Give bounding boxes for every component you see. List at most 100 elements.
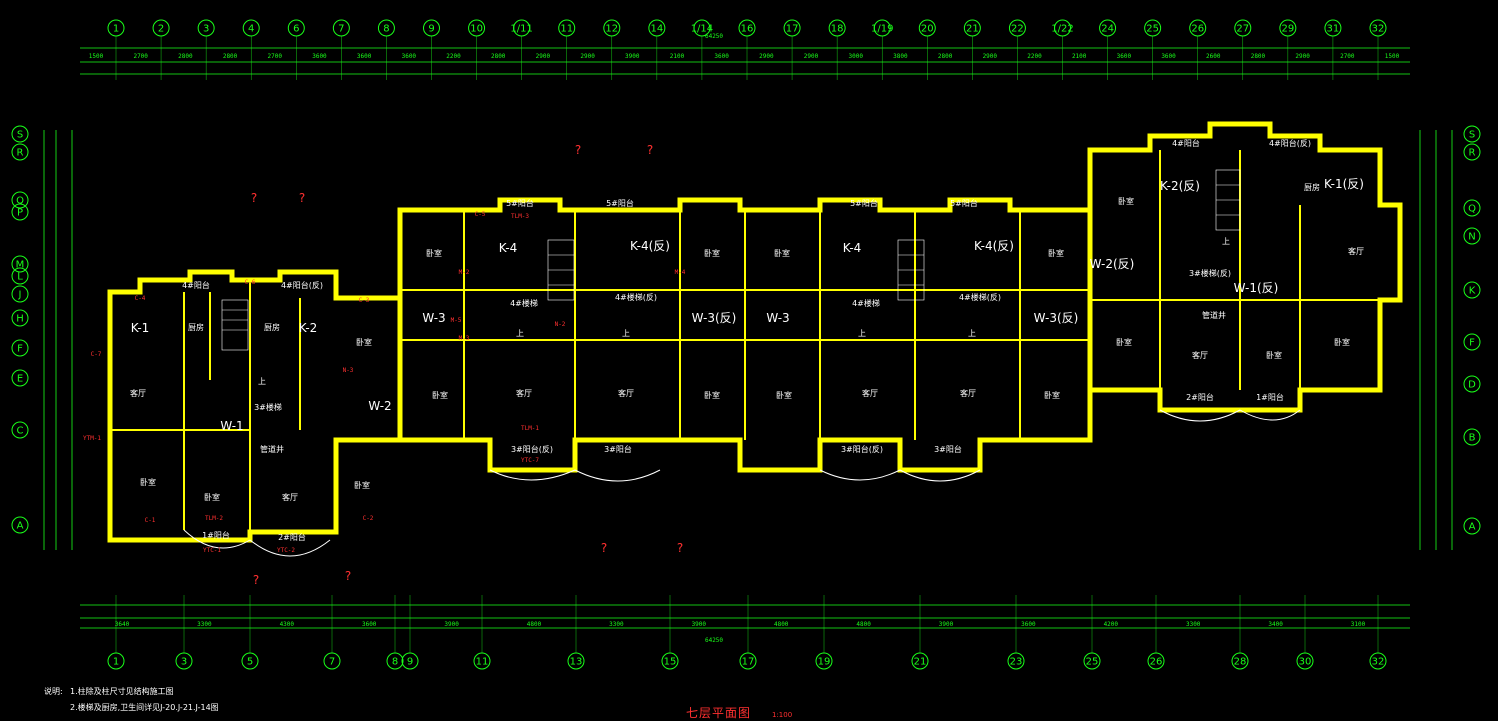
axis-bubble-right-label: F xyxy=(1469,338,1475,349)
stair-label: 3#楼梯 xyxy=(254,402,282,412)
note-line: 1.柱除及柱尺寸见结构施工图 xyxy=(70,687,174,696)
top-dimension: 2200 xyxy=(446,53,461,60)
axis-bubble-left-label: R xyxy=(17,148,24,159)
top-dimension: 3600 xyxy=(312,53,327,60)
axis-bubble-bottom-label: 3 xyxy=(181,657,187,668)
axis-bubble-bottom: 21 xyxy=(911,652,929,670)
axis-bubble-top-label: 32 xyxy=(1372,24,1385,35)
axis-bubble-bottom: 17 xyxy=(739,652,757,670)
room-label: 卧室 xyxy=(1334,337,1350,347)
axis-bubble-top-label: 2 xyxy=(158,24,164,35)
bottom-dimension: 3300 xyxy=(197,621,212,628)
unit-label: K-4(反) xyxy=(630,239,670,253)
window-tag: C-4 xyxy=(135,295,146,302)
axis-bubble-left: F xyxy=(11,339,29,357)
room-label: 卧室 xyxy=(704,390,720,400)
axis-bubble-left-label: S xyxy=(17,130,23,141)
axis-bubble-right-label: D xyxy=(1468,380,1476,391)
room-label: 卧室 xyxy=(776,390,792,400)
axis-bubble-top-label: 8 xyxy=(383,24,389,35)
window-tag: YTM-1 xyxy=(83,435,101,442)
unit-label: K-4(反) xyxy=(974,239,1014,253)
question-mark: ? xyxy=(601,541,607,555)
balcony-label: 1#阳台 xyxy=(1256,392,1284,402)
up-label: 上 xyxy=(622,329,630,338)
axis-bubble-right-label: S xyxy=(1469,130,1475,141)
top-dimension: 2900 xyxy=(1295,53,1310,60)
bottom-dimension: 3900 xyxy=(692,621,707,628)
window-tag: C-1 xyxy=(145,517,156,524)
axis-bubble-bottom-label: 30 xyxy=(1299,657,1312,668)
stair-hatching xyxy=(221,169,1241,351)
axis-bubble-top-label: 12 xyxy=(605,24,618,35)
axis-bubble-top-label: 3 xyxy=(203,24,209,35)
question-mark: ? xyxy=(251,191,257,205)
balcony-label: 5#阳台 xyxy=(506,198,534,208)
axis-bubble-right: B xyxy=(1463,428,1481,446)
stair-label: 4#楼梯 xyxy=(510,298,538,308)
up-label: 上 xyxy=(516,329,524,338)
axis-bubble-right: A xyxy=(1463,517,1481,535)
balcony-label: 3#阳台(反) xyxy=(841,444,883,454)
axis-bubble-top-label: 24 xyxy=(1101,24,1114,35)
axis-bubble-left: J xyxy=(11,285,29,303)
balcony-label: 2#阳台 xyxy=(1186,392,1214,402)
unresolved-marks: ? ? ? ? ? ? ? ? xyxy=(251,143,683,587)
room-label: 管道井 xyxy=(1202,310,1226,320)
axis-bubble-right-label: N xyxy=(1468,232,1475,243)
axis-bubble-top: 7 xyxy=(332,19,350,37)
room-label: 卧室 xyxy=(354,480,370,490)
axis-bubble-top: 2 xyxy=(152,19,170,37)
axis-bubble-top: 21 xyxy=(963,19,981,37)
balcony-label: 4#阳台 xyxy=(1172,138,1200,148)
top-dimension: 3800 xyxy=(893,53,908,60)
stair-label: 3#楼梯(反) xyxy=(1189,268,1231,278)
axis-bubble-left: M xyxy=(11,255,29,273)
room-label: 客厅 xyxy=(282,492,298,502)
bottom-dimension: 3640 xyxy=(115,621,130,628)
question-mark: ? xyxy=(299,191,305,205)
room-label: 卧室 xyxy=(426,248,442,258)
axis-bubble-top: 11 xyxy=(558,19,576,37)
axis-bubble-top: 26 xyxy=(1189,19,1207,37)
axis-bubble-top: 9 xyxy=(423,19,440,37)
wetroom-label: W-3 xyxy=(422,311,445,325)
axis-bubble-top-label: 26 xyxy=(1191,24,1204,35)
bottom-dimension: 4800 xyxy=(774,621,789,628)
axis-bubble-bottom-label: 11 xyxy=(476,657,489,668)
axis-bubble-right: N xyxy=(1463,227,1481,245)
door-tag: N-3 xyxy=(343,367,354,374)
stair-label: 4#楼梯(反) xyxy=(959,292,1001,302)
axis-bubble-top-label: 16 xyxy=(741,24,754,35)
room-label: 客厅 xyxy=(130,388,146,398)
axis-bubble-left: L xyxy=(11,267,29,285)
axis-bubble-left-label: E xyxy=(17,374,23,385)
room-label: 客厅 xyxy=(1348,246,1364,256)
room-label: 管道井 xyxy=(260,444,284,454)
top-dimension: 2900 xyxy=(536,53,551,60)
room-label: 客厅 xyxy=(618,388,634,398)
top-dimension: 2100 xyxy=(670,53,685,60)
axis-bubble-top: 16 xyxy=(738,19,756,37)
axis-bubble-bottom-label: 28 xyxy=(1234,657,1247,668)
axis-bubble-top: 12 xyxy=(603,19,621,37)
unit-label: K-1 xyxy=(131,321,150,335)
axis-bubble-left: P xyxy=(11,203,29,221)
bottom-dimension: 3300 xyxy=(609,621,624,628)
room-label: 卧室 xyxy=(1116,337,1132,347)
axis-bubble-right-label: A xyxy=(1469,522,1476,533)
room-labels: 客厅 卧室 卧室 客厅 卧室 卧室 厨房 厨房 卧室 卧室 客厅 客厅 卧室 卧… xyxy=(130,182,1364,502)
balcony-label: 4#阳台(反) xyxy=(281,280,323,290)
room-label: 卧室 xyxy=(1048,248,1064,258)
plan-title: 七层平面图 xyxy=(686,706,752,720)
axis-bubble-top: 27 xyxy=(1234,19,1252,37)
door-tag: M-2 xyxy=(459,269,470,276)
axis-bubble-bottom-label: 17 xyxy=(742,657,755,668)
axis-bubble-left: E xyxy=(11,369,29,387)
top-dimension: 2800 xyxy=(1251,53,1266,60)
axis-bubble-left-label: A xyxy=(17,521,24,532)
axis-bubble-top: 3 xyxy=(197,19,215,37)
